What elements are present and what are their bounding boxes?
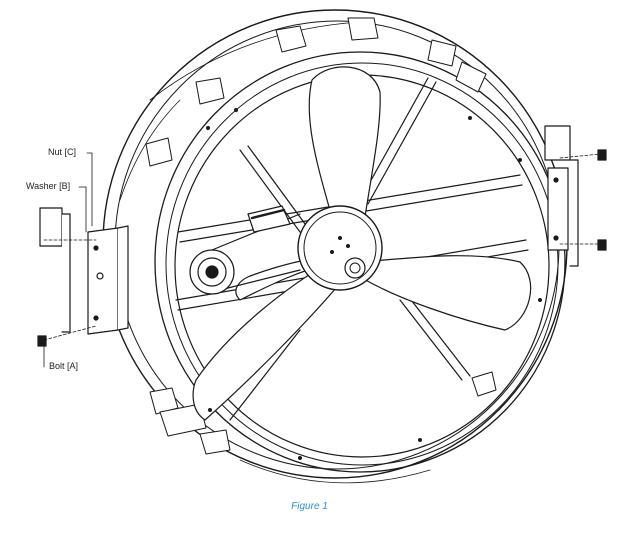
right-mounting-bracket xyxy=(544,125,607,267)
fan-hub xyxy=(297,205,383,291)
housing-bolts xyxy=(206,108,542,460)
left-mounting-bracket xyxy=(37,207,129,347)
callout-washer: Washer [B] xyxy=(26,181,71,191)
callout-nut: Nut [C] xyxy=(48,147,77,157)
callout-bolt: Bolt [A] xyxy=(49,361,79,371)
callout-leaders xyxy=(43,152,93,368)
housing-mounting-tabs xyxy=(145,17,497,455)
fan-blade-bottom-left xyxy=(192,261,347,421)
drive-belt-assembly xyxy=(189,205,301,295)
fan-blade-top xyxy=(308,66,381,251)
fan-blade-right xyxy=(361,255,532,331)
fan-blades xyxy=(192,66,532,421)
figure-caption: Figure 1 xyxy=(291,501,328,512)
